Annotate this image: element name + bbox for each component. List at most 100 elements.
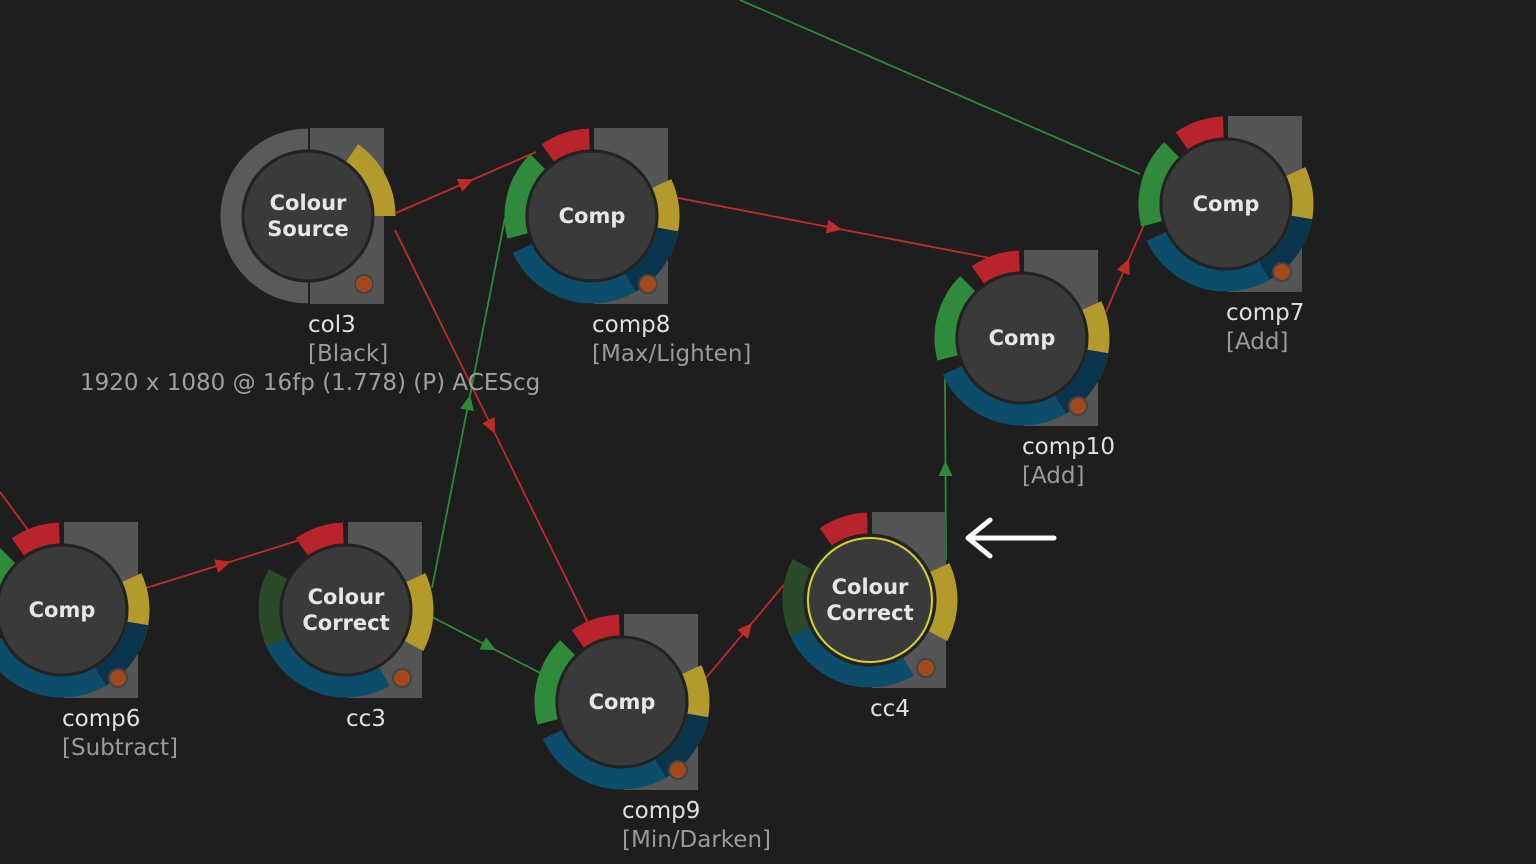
node-name-label: cc4 (870, 696, 910, 722)
mask-connector[interactable] (542, 729, 666, 790)
preview-dot-icon[interactable] (668, 760, 688, 780)
node-body[interactable] (0, 543, 129, 677)
node-body[interactable] (1159, 137, 1293, 271)
input-a-connector[interactable] (1175, 116, 1225, 150)
node-title: Comp (29, 598, 96, 622)
nodes-layer: ColourSourcecol3[Black]Compcomp8[Max/Lig… (0, 116, 1314, 853)
input-b-connector[interactable] (504, 154, 546, 239)
preview-dot-icon[interactable] (392, 668, 412, 688)
extra-connector[interactable] (624, 227, 679, 292)
link-cc3-to-comp9[interactable] (431, 616, 547, 677)
link-direction-arrow (456, 178, 474, 192)
node-comp7[interactable]: Comp comp7 [Add] (1138, 116, 1314, 355)
link-offscreen-left-to-comp6[interactable] (0, 491, 29, 531)
selection-outline (807, 537, 933, 663)
output-connector[interactable] (404, 573, 434, 652)
node-title: Colour (270, 191, 347, 215)
input-a-connector[interactable] (11, 522, 61, 556)
link-direction-arrow (479, 637, 497, 651)
node-title: Correct (826, 601, 913, 625)
preview-dot-icon[interactable] (354, 274, 374, 294)
node-comp9[interactable]: Comp comp9 [Min/Darken] (534, 614, 771, 853)
node-title: Correct (302, 611, 389, 635)
node-title: Comp (559, 204, 626, 228)
output-connector[interactable] (345, 144, 396, 217)
node-name-label: cc3 (346, 706, 386, 732)
node-comp8[interactable]: Comp comp8 [Max/Lighten] (504, 128, 751, 367)
mask-connector[interactable] (266, 637, 390, 698)
node-comp6[interactable]: Comp comp6 [Subtract] (0, 522, 178, 761)
preview-dot-icon[interactable] (638, 274, 658, 294)
input-a-connector[interactable] (971, 250, 1021, 284)
node-title: Source (267, 217, 349, 241)
mask-connector[interactable] (512, 243, 636, 304)
node-blend-mode-label: [Add] (1226, 329, 1288, 355)
node-blend-mode-label: [Black] (308, 341, 388, 367)
node-comp10[interactable]: Comp comp10 [Add] (934, 250, 1115, 489)
link-direction-arrow (1116, 258, 1130, 276)
node-body[interactable] (803, 533, 937, 667)
mask-connector[interactable] (1146, 231, 1270, 292)
node-blend-mode-label: [Max/Lighten] (592, 341, 751, 367)
preview-dot-icon[interactable] (1272, 262, 1292, 282)
link-comp6-to-cc3[interactable] (145, 539, 301, 589)
links-layer (0, 0, 1147, 679)
link-direction-arrow (214, 559, 231, 573)
extra-connector[interactable] (654, 713, 709, 778)
link-direction-arrow (825, 219, 842, 234)
node-name-label: col3 (308, 312, 356, 338)
preview-dot-icon[interactable] (1068, 396, 1088, 416)
node-blend-mode-label: [Min/Darken] (622, 827, 771, 853)
mask-connector[interactable] (942, 365, 1066, 426)
mask-connector[interactable] (0, 637, 106, 698)
link-cc3-to-comp8[interactable] (431, 217, 506, 589)
link-col3-to-comp8[interactable] (395, 151, 537, 214)
extra-connector[interactable] (94, 621, 149, 686)
node-title: Comp (1193, 192, 1260, 216)
link-comp10-to-comp7[interactable] (1105, 219, 1147, 313)
extra-connector[interactable] (1258, 215, 1313, 280)
node-title: Comp (989, 326, 1056, 350)
link-comp8-to-comp10[interactable] (677, 197, 991, 259)
input-a-connector[interactable] (571, 614, 621, 648)
node-title: Colour (308, 585, 385, 609)
preview-dot-icon[interactable] (916, 658, 936, 678)
link-col3-to-comp9[interactable] (394, 229, 589, 624)
preview-dot-icon[interactable] (108, 668, 128, 688)
input-b-connector[interactable] (1138, 142, 1180, 227)
input-a-connector[interactable] (295, 522, 345, 556)
link-comp9-to-cc4[interactable] (705, 579, 789, 679)
extra-connector[interactable] (1054, 349, 1109, 414)
input-b-connector[interactable] (934, 276, 976, 361)
input-a-connector[interactable] (819, 512, 869, 546)
node-body[interactable] (955, 271, 1089, 405)
format-info-label: 1920 x 1080 @ 16fp (1.778) (P) ACEScg (80, 370, 540, 396)
link-direction-arrow (938, 461, 953, 477)
output-connector[interactable] (928, 563, 958, 642)
node-blend-mode-label: [Subtract] (62, 735, 178, 761)
link-direction-arrow (460, 395, 475, 412)
link-direction-arrow (482, 417, 496, 434)
node-blend-mode-label: [Add] (1022, 463, 1084, 489)
node-name-label: comp6 (62, 706, 140, 732)
input-a-connector[interactable] (541, 128, 591, 162)
node-body[interactable] (555, 635, 689, 769)
source-ring (220, 128, 309, 304)
node-body[interactable] (241, 149, 375, 283)
input-b-connector[interactable] (534, 640, 576, 725)
node-name-label: comp8 (592, 312, 670, 338)
input-b-connector[interactable] (0, 548, 16, 630)
link-offscreen-top-to-comp7[interactable] (739, 0, 1141, 175)
node-title: Comp (589, 690, 656, 714)
node-body[interactable] (279, 543, 413, 677)
node-body[interactable] (525, 149, 659, 283)
mask-connector[interactable] (790, 627, 914, 688)
link-direction-arrow (737, 622, 753, 639)
node-name-label: comp10 (1022, 434, 1115, 460)
node-name-label: comp9 (622, 798, 700, 824)
node-name-label: comp7 (1226, 300, 1304, 326)
